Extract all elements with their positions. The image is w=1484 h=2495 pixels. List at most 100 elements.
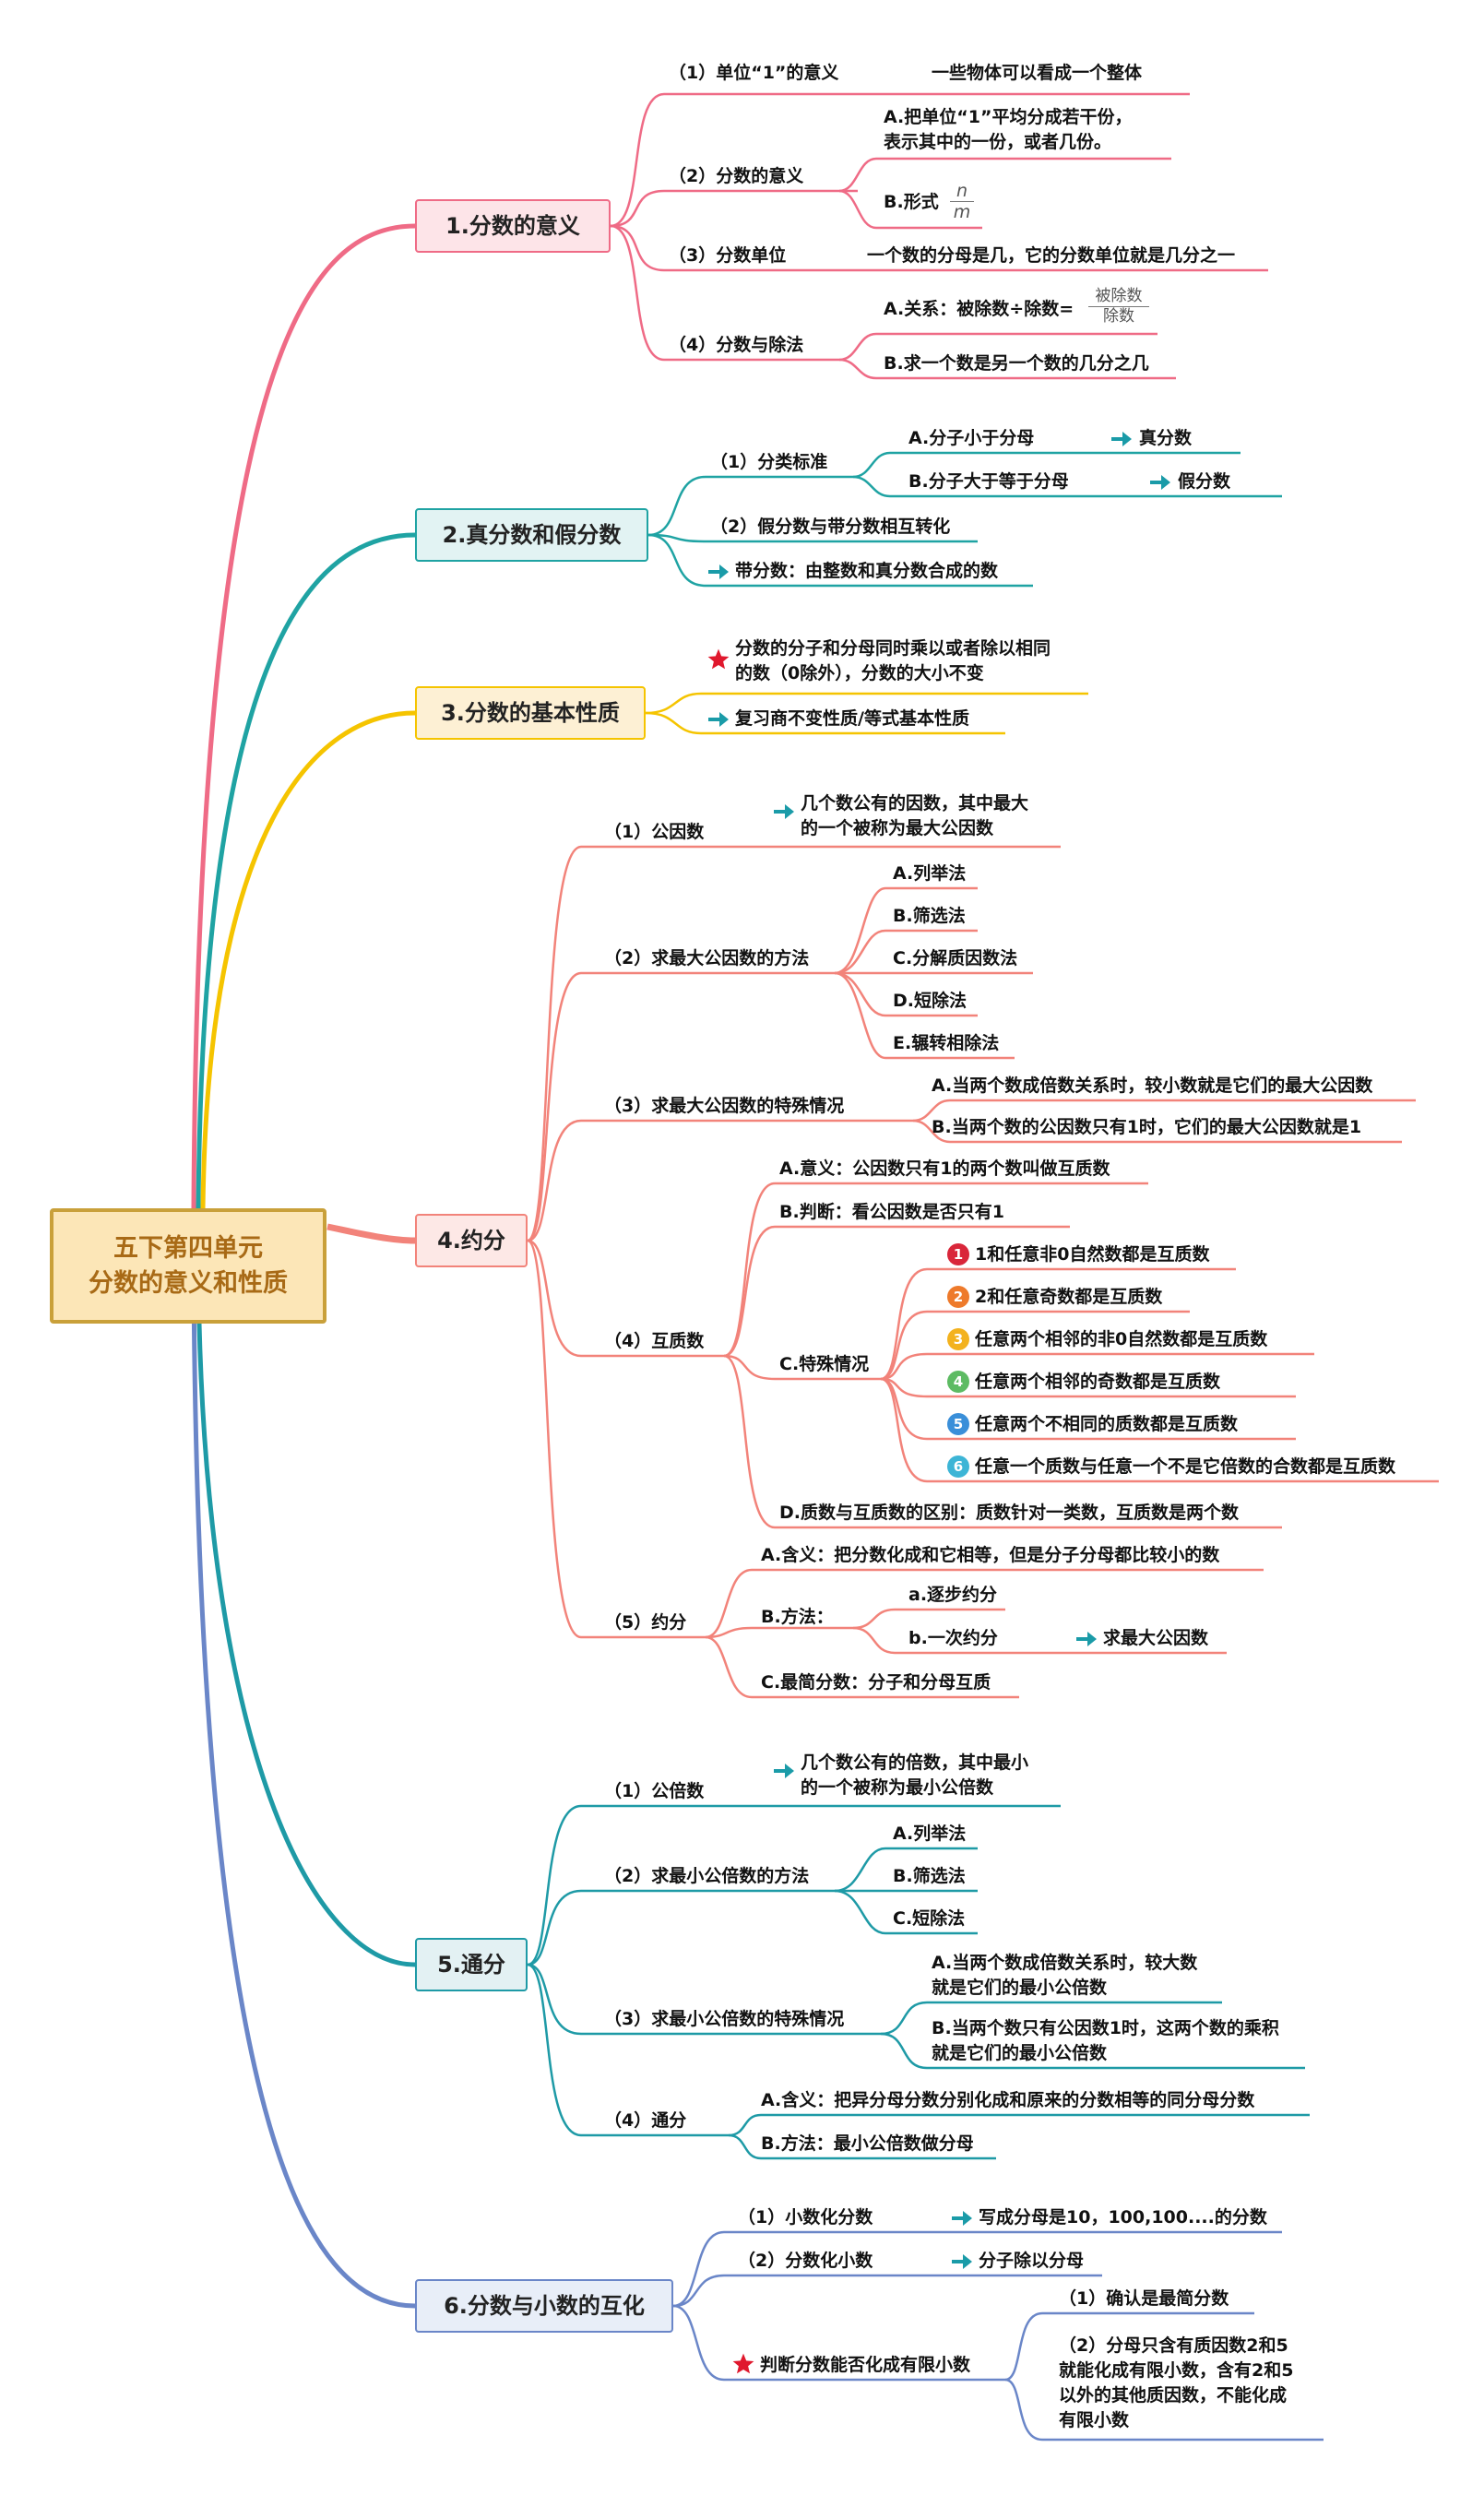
- root-title-line2: 分数的意义和性质: [89, 1268, 288, 1298]
- fraction-n-over-m: n m: [950, 181, 974, 222]
- b4-n1-value-line2: 的一个被称为最大公因数: [801, 818, 994, 838]
- b4-n5a: A.含义：把分数化成和它相等，但是分子分母都比较小的数: [761, 1545, 1220, 1565]
- branch-5-title: 5.通分: [437, 1952, 505, 1978]
- b2-n1b-result: 假分数: [1178, 471, 1231, 492]
- connector-root-b6: [191, 1272, 416, 2309]
- b1-n4: （4）分数与除法: [669, 335, 804, 355]
- b5-n1-value-line2: 的一个被称为最小公倍数: [801, 1777, 994, 1798]
- root-node: 五下第四单元 分数的意义和性质: [50, 1208, 326, 1324]
- b4-method-3: C.分解质因数法: [893, 948, 1018, 968]
- branch-1-title: 1.分数的意义: [445, 213, 580, 239]
- number-badge-6: 6: [947, 1455, 969, 1478]
- branch-3-node: 3.分数的基本性质: [415, 686, 646, 740]
- b4-special-6: 任意一个质数与任意一个不是它倍数的合数都是互质数: [975, 1456, 1396, 1477]
- connector-root-b1: [191, 223, 416, 1209]
- branch-4-node: 4.约分: [415, 1214, 528, 1267]
- b1-n4b: B.求一个数是另一个数的几分之几: [884, 353, 1149, 374]
- connector-root-b2: [196, 532, 416, 1209]
- b4-special-4: 任意两个相邻的奇数都是互质数: [975, 1372, 1221, 1392]
- b3-n1-line2: 的数（0除外），分数的大小不变: [735, 663, 984, 683]
- b2-n1b: B.分子大于等于分母: [908, 471, 1069, 492]
- star-icon: [732, 2353, 754, 2374]
- b1-n1-value: 一些物体可以看成一个整体: [932, 63, 1143, 83]
- b5-n2: （2）求最小公倍数的方法: [604, 1866, 810, 1886]
- b5-method-3: C.短除法: [893, 1908, 966, 1929]
- b5-lines: [527, 1804, 1310, 2160]
- b1-n3: （3）分数单位: [669, 245, 787, 266]
- b4-n4: （4）互质数: [604, 1331, 705, 1351]
- b5-n3a-line2: 就是它们的最小公倍数: [932, 1978, 1108, 1998]
- b6-n3: 判断分数能否化成有限小数: [760, 2355, 971, 2375]
- b4-method-1: A.列举法: [893, 863, 967, 884]
- b4-special-3: 任意两个相邻的非0自然数都是互质数: [975, 1329, 1268, 1349]
- b2-n3: 带分数：由整数和真分数合成的数: [735, 561, 999, 581]
- b6-n3b-line4: 有限小数: [1059, 2410, 1130, 2430]
- branch-4-title: 4.约分: [437, 1228, 505, 1253]
- b6-n3b-line3: 以外的其他质因数，不能化成: [1059, 2385, 1288, 2406]
- arrow-right-icon: [1111, 432, 1132, 446]
- b5-n1-value-line1: 几个数公有的倍数，其中最小: [801, 1752, 1029, 1773]
- b4-n4b: B.判断：看公因数是否只有1: [779, 1202, 1004, 1222]
- b5-n4a: A.含义：把异分母分数分别化成和原来的分数相等的同分母分数: [761, 2090, 1255, 2110]
- b4-n4d: D.质数与互质数的区别：质数针对一类数，互质数是两个数: [779, 1503, 1239, 1523]
- connector-root-b4: [326, 1223, 416, 1244]
- b1-n2b: B.形式: [884, 192, 939, 212]
- b5-n4: （4）通分: [604, 2110, 687, 2131]
- b2-n1: （1）分类标准: [710, 452, 828, 472]
- b3-n1-line1: 分数的分子和分母同时乘以或者除以相同: [735, 638, 1051, 659]
- b4-method-4: D.短除法: [893, 991, 967, 1011]
- branch-2-title: 2.真分数和假分数: [442, 522, 622, 548]
- b6-n3a: （1）确认是最简分数: [1059, 2288, 1229, 2309]
- b4-method-2: B.筛选法: [893, 906, 966, 926]
- b1-lines: [610, 92, 1268, 380]
- b5-n3b-line1: B.当两个数只有公因数1时，这两个数的乘积: [932, 2018, 1279, 2038]
- arrow-right-icon: [1076, 1632, 1097, 1646]
- b4-n5b1: a.逐步约分: [908, 1585, 998, 1605]
- arrow-right-icon: [708, 564, 729, 579]
- branch-6-node: 6.分数与小数的互化: [415, 2279, 673, 2333]
- arrow-right-icon: [708, 712, 729, 727]
- fraction-denominator: m: [950, 201, 974, 222]
- b4-n2: （2）求最大公因数的方法: [604, 948, 810, 968]
- b5-n1: （1）公倍数: [604, 1781, 705, 1801]
- number-badge-4: 4: [947, 1371, 969, 1393]
- number-badge-5: 5: [947, 1413, 969, 1435]
- star-icon: [707, 648, 730, 670]
- b4-n5b: B.方法：: [761, 1607, 834, 1627]
- number-badge-1: 1: [947, 1243, 969, 1265]
- b4-n1-value-line1: 几个数公有的因数，其中最大: [801, 793, 1029, 814]
- arrow-right-icon: [1150, 475, 1170, 490]
- b1-n2: （2）分数的意义: [669, 166, 804, 186]
- b4-n4c: C.特殊情况: [779, 1354, 870, 1374]
- b6-n1-value: 写成分母是10，100,100....的分数: [979, 2207, 1267, 2228]
- b5-n4b: B.方法：最小公倍数做分母: [761, 2133, 974, 2154]
- b5-n3a-line1: A.当两个数成倍数关系时，较大数: [932, 1953, 1198, 1973]
- b4-n5c: C.最简分数：分子和分母互质: [761, 1672, 991, 1693]
- b2-n1a: A.分子小于分母: [908, 428, 1035, 448]
- b4-n3: （3）求最大公因数的特殊情况: [604, 1096, 845, 1116]
- b2-n2: （2）假分数与带分数相互转化: [710, 517, 951, 537]
- b6-lines: [672, 2230, 1324, 2442]
- branch-5-node: 5.通分: [415, 1938, 528, 1991]
- b2-n1a-result: 真分数: [1139, 428, 1193, 448]
- fraction-dividend-over-divisor: 被除数 除数: [1088, 287, 1149, 327]
- fraction-numerator: n: [956, 181, 968, 201]
- branch-3-title: 3.分数的基本性质: [441, 700, 620, 726]
- b3-n2: 复习商不变性质/等式基本性质: [735, 708, 969, 729]
- b4-n4a: A.意义：公因数只有1的两个数叫做互质数: [779, 1158, 1110, 1179]
- b4-n3a: A.当两个数成倍数关系时，较小数就是它们的最大公因数: [932, 1075, 1373, 1096]
- number-badge-2: 2: [947, 1286, 969, 1308]
- b4-special-1: 1和任意非0自然数都是互质数: [975, 1244, 1210, 1265]
- branch-1-node: 1.分数的意义: [415, 199, 611, 253]
- number-badge-3: 3: [947, 1328, 969, 1350]
- b2-lines: [647, 451, 1282, 588]
- arrow-right-icon: [952, 2211, 972, 2226]
- b1-n2a-line2: 表示其中的一份，或者几份。: [884, 132, 1112, 152]
- connector-root-b5: [196, 1272, 416, 1967]
- b5-n3b-line2: 就是它们的最小公倍数: [932, 2043, 1108, 2063]
- b4-n5b2: b.一次约分: [908, 1628, 998, 1648]
- fraction-divisor: 除数: [1088, 306, 1149, 327]
- b4-special-2: 2和任意奇数都是互质数: [975, 1287, 1163, 1307]
